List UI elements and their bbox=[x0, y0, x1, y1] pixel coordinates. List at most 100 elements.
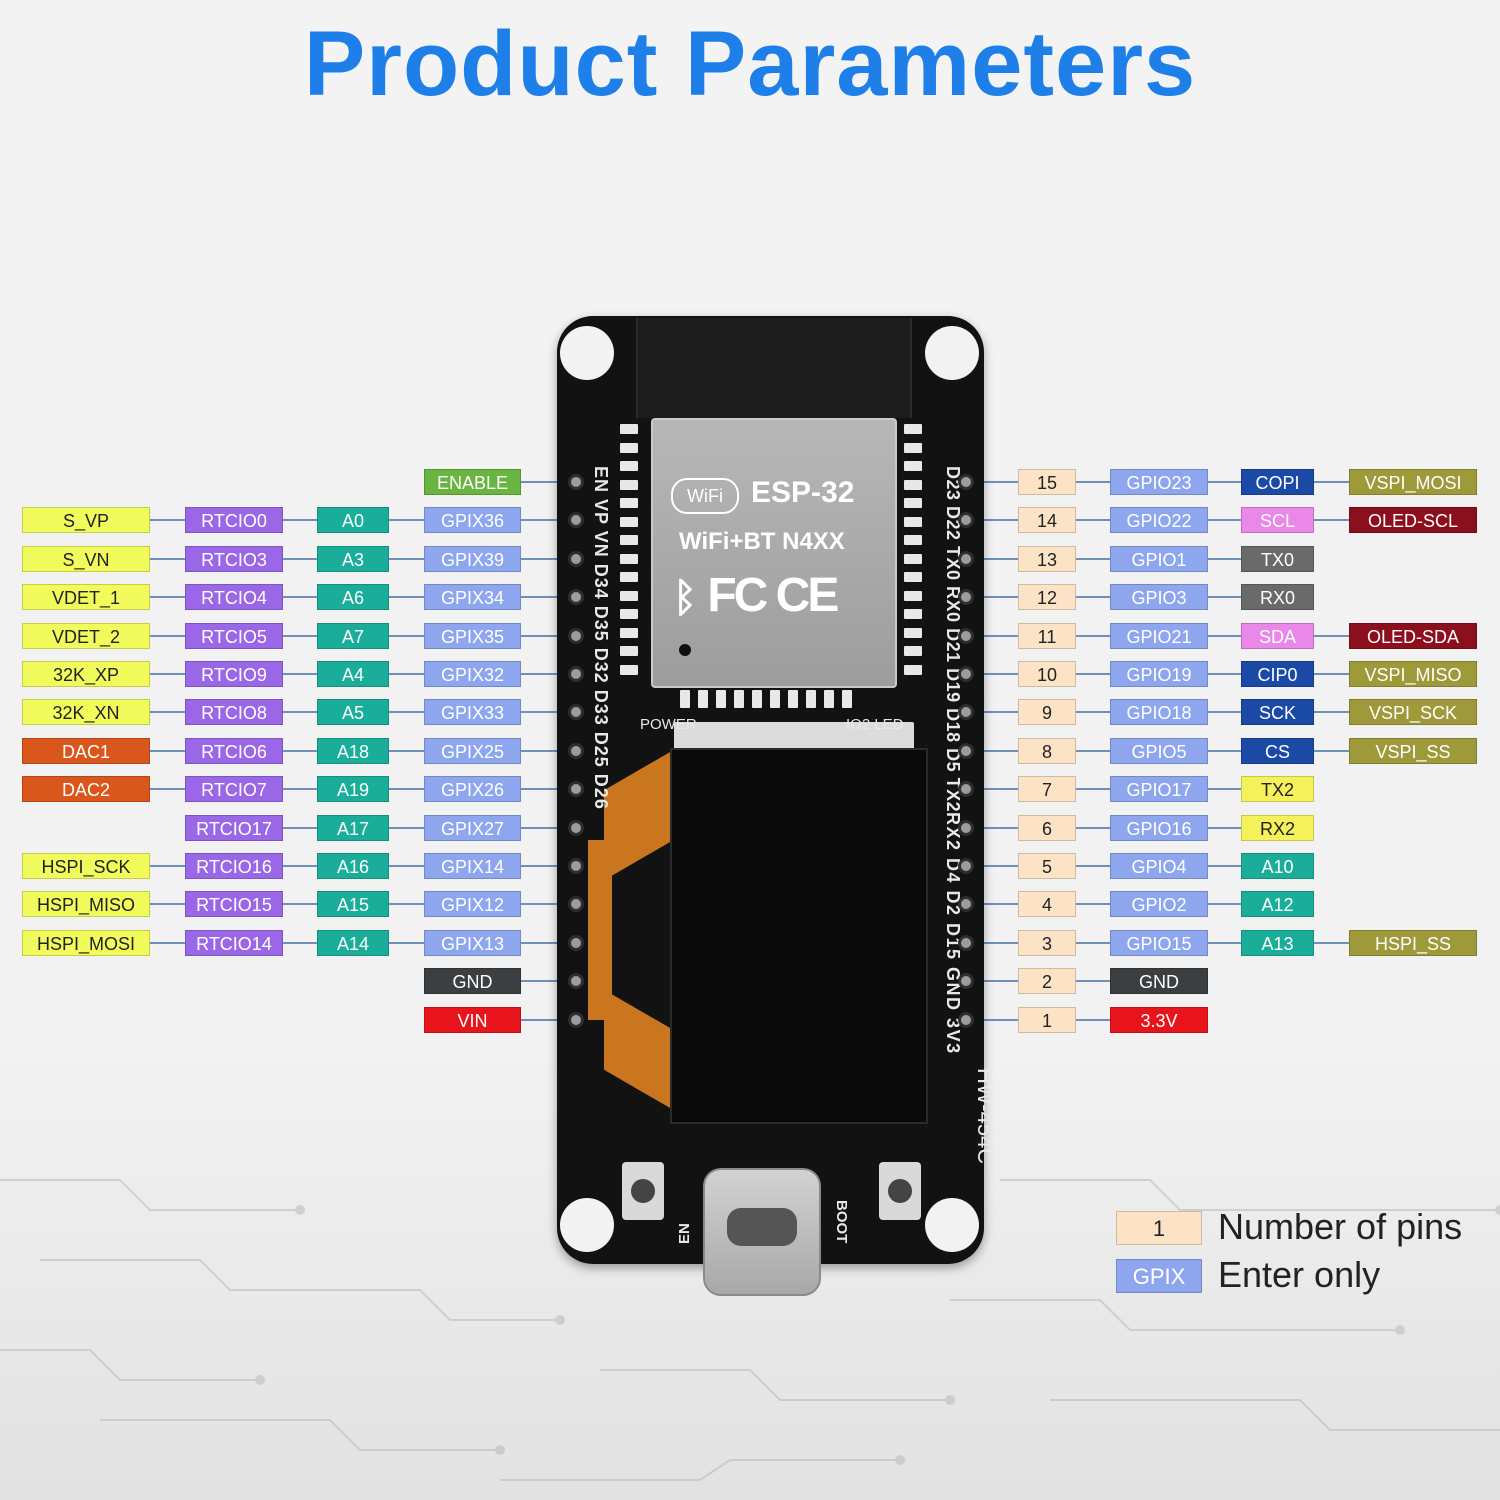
header-pin-left bbox=[568, 819, 584, 836]
header-pin-right bbox=[958, 474, 974, 490]
module-pad-bottom bbox=[824, 690, 834, 708]
module-pad bbox=[620, 646, 638, 656]
module-pad bbox=[620, 627, 638, 638]
pin-label-left: VDET_1 bbox=[22, 584, 150, 611]
pin-label-left: A16 bbox=[317, 853, 389, 879]
silk-led-label: IO2 LED bbox=[846, 716, 904, 733]
pin-label-left: RTCIO3 bbox=[185, 545, 283, 572]
header-pin-left bbox=[568, 973, 584, 990]
pin-label-right: OLED-SDA bbox=[1349, 622, 1477, 649]
pin-label-left: VDET_2 bbox=[22, 622, 150, 649]
pin-label-left: RTCIO0 bbox=[185, 507, 283, 534]
legend-swatch-input: GPIX bbox=[1116, 1259, 1202, 1293]
module-pad bbox=[904, 516, 922, 527]
pin-label-right: 10 bbox=[1018, 661, 1076, 687]
module-name: ESP-32 bbox=[751, 476, 855, 509]
circuit-background bbox=[0, 1179, 1500, 1481]
leader-line bbox=[472, 980, 576, 983]
module-pad bbox=[620, 479, 638, 490]
module-pad bbox=[904, 590, 922, 601]
pin-label-left: A4 bbox=[317, 661, 389, 687]
module-pad-bottom bbox=[806, 690, 816, 708]
pin-label-right: SDA bbox=[1241, 622, 1314, 649]
pin-label-left: RTCIO15 bbox=[185, 891, 283, 918]
oled-flex-cable-side bbox=[588, 840, 612, 1020]
silk-left-pins: EN VP VN D34 D35 D32 D33 D25 D26 bbox=[591, 466, 611, 810]
bluetooth-icon: ᛒ bbox=[673, 576, 697, 620]
pin-label-right: 12 bbox=[1018, 584, 1076, 611]
pin-label-right: VSPI_SS bbox=[1349, 737, 1477, 764]
module-pad bbox=[620, 572, 638, 582]
header-pin-right bbox=[958, 589, 974, 606]
pin-label-left: A7 bbox=[317, 622, 389, 649]
header-pin-left bbox=[568, 896, 584, 913]
header-pin-left bbox=[568, 742, 584, 759]
pin-label-left: GPIX13 bbox=[424, 929, 521, 956]
header-pin-right bbox=[958, 934, 974, 951]
pin-label-left: GPIX26 bbox=[424, 776, 521, 803]
pin-label-left: A19 bbox=[317, 776, 389, 803]
pin-label-right: GPIO1 bbox=[1110, 545, 1208, 572]
module-pad-bottom bbox=[842, 690, 852, 708]
usb-c-opening bbox=[727, 1208, 797, 1246]
header-pin-left bbox=[568, 1011, 584, 1028]
module-pad-bottom bbox=[716, 690, 726, 708]
header-pin-right bbox=[958, 1011, 974, 1028]
pin-label-right: HSPI_SS bbox=[1349, 929, 1477, 956]
pin-label-right: GPIO2 bbox=[1110, 891, 1208, 918]
pin-label-right: 9 bbox=[1018, 699, 1076, 726]
pin-label-right: A13 bbox=[1241, 929, 1314, 956]
header-pin-right bbox=[958, 973, 974, 990]
pin-label-right: VSPI_MISO bbox=[1349, 661, 1477, 687]
module-pad bbox=[904, 627, 922, 638]
legend-text-input: Enter only bbox=[1218, 1254, 1381, 1295]
pin-label-left: S_VN bbox=[22, 545, 150, 572]
antenna-area bbox=[636, 318, 912, 418]
module-pad bbox=[904, 442, 922, 453]
pin-label-right: 3.3V bbox=[1110, 1006, 1208, 1033]
mounting-hole-top-right bbox=[925, 326, 979, 380]
header-pin-right bbox=[958, 512, 974, 529]
module-pad bbox=[904, 553, 922, 564]
pin-label-right: 1 bbox=[1018, 1006, 1076, 1033]
pin-label-right: A12 bbox=[1241, 891, 1314, 918]
header-pin-left bbox=[568, 858, 584, 874]
module-pad-bottom bbox=[770, 690, 780, 708]
module-pad bbox=[620, 442, 638, 453]
pin-label-right: CIP0 bbox=[1241, 661, 1314, 687]
legend-text-pins: Number of pins bbox=[1218, 1206, 1463, 1247]
pin-label-left: S_VP bbox=[22, 507, 150, 534]
module-pad bbox=[904, 609, 922, 619]
header-pin-right bbox=[958, 627, 974, 644]
pin-label-right: VSPI_SCK bbox=[1349, 699, 1477, 726]
pin-label-left: DAC2 bbox=[22, 776, 150, 803]
module-pad bbox=[904, 498, 922, 508]
module-pad bbox=[620, 590, 638, 601]
header-pin-left bbox=[568, 934, 584, 951]
module-pad bbox=[620, 609, 638, 619]
pin-label-left: A15 bbox=[317, 891, 389, 918]
silk-power-label: POWER bbox=[640, 716, 697, 733]
pin-label-right: COPI bbox=[1241, 469, 1314, 495]
module-pad bbox=[904, 479, 922, 490]
pin-label-left: GPIX35 bbox=[424, 622, 521, 649]
module-pad bbox=[620, 664, 638, 675]
pin-label-left: 32K_XP bbox=[22, 661, 150, 687]
pin-label-right: GPIO21 bbox=[1110, 622, 1208, 649]
module-pad-bottom bbox=[734, 690, 744, 708]
module-pad bbox=[904, 461, 922, 471]
pin-label-left: A3 bbox=[317, 545, 389, 572]
pin-label-right: GPIO4 bbox=[1110, 853, 1208, 879]
header-pin-right bbox=[958, 858, 974, 874]
boot-button[interactable] bbox=[879, 1162, 921, 1220]
pin-label-right: GPIO3 bbox=[1110, 584, 1208, 611]
en-button[interactable] bbox=[622, 1162, 664, 1220]
pin-label-right: GPIO15 bbox=[1110, 929, 1208, 956]
certification-marks: ᛒ FC CE bbox=[673, 568, 839, 623]
pin-label-right: GPIO5 bbox=[1110, 737, 1208, 764]
pin-label-left: HSPI_MISO bbox=[22, 891, 150, 918]
pin-label-right: OLED-SCL bbox=[1349, 507, 1477, 534]
pin-label-left: GPIX12 bbox=[424, 891, 521, 918]
module-pad bbox=[620, 498, 638, 508]
pin-label-right: 7 bbox=[1018, 776, 1076, 803]
